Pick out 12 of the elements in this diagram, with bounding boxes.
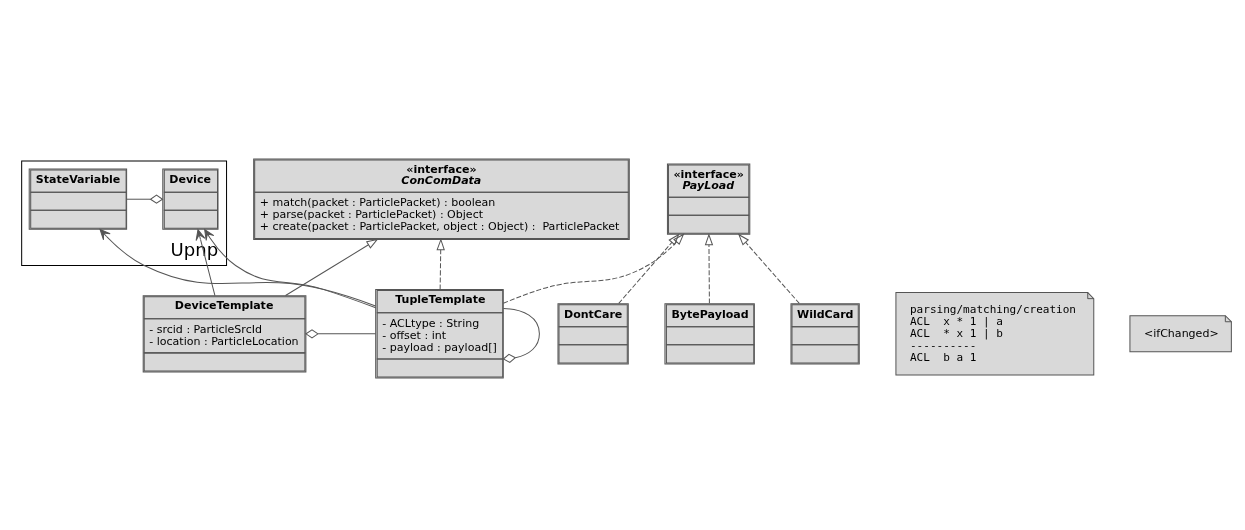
- connector: [502, 307, 540, 363]
- arrow: [195, 228, 216, 296]
- arrow: [285, 238, 378, 296]
- connector: [126, 194, 164, 204]
- arrow: [704, 233, 713, 304]
- arrow: [204, 228, 377, 308]
- arrow: [436, 238, 445, 290]
- arrow: [502, 233, 684, 304]
- arrow: [618, 233, 680, 304]
- connector: [305, 328, 377, 338]
- arrow: [99, 228, 377, 306]
- arrow: [738, 233, 800, 304]
